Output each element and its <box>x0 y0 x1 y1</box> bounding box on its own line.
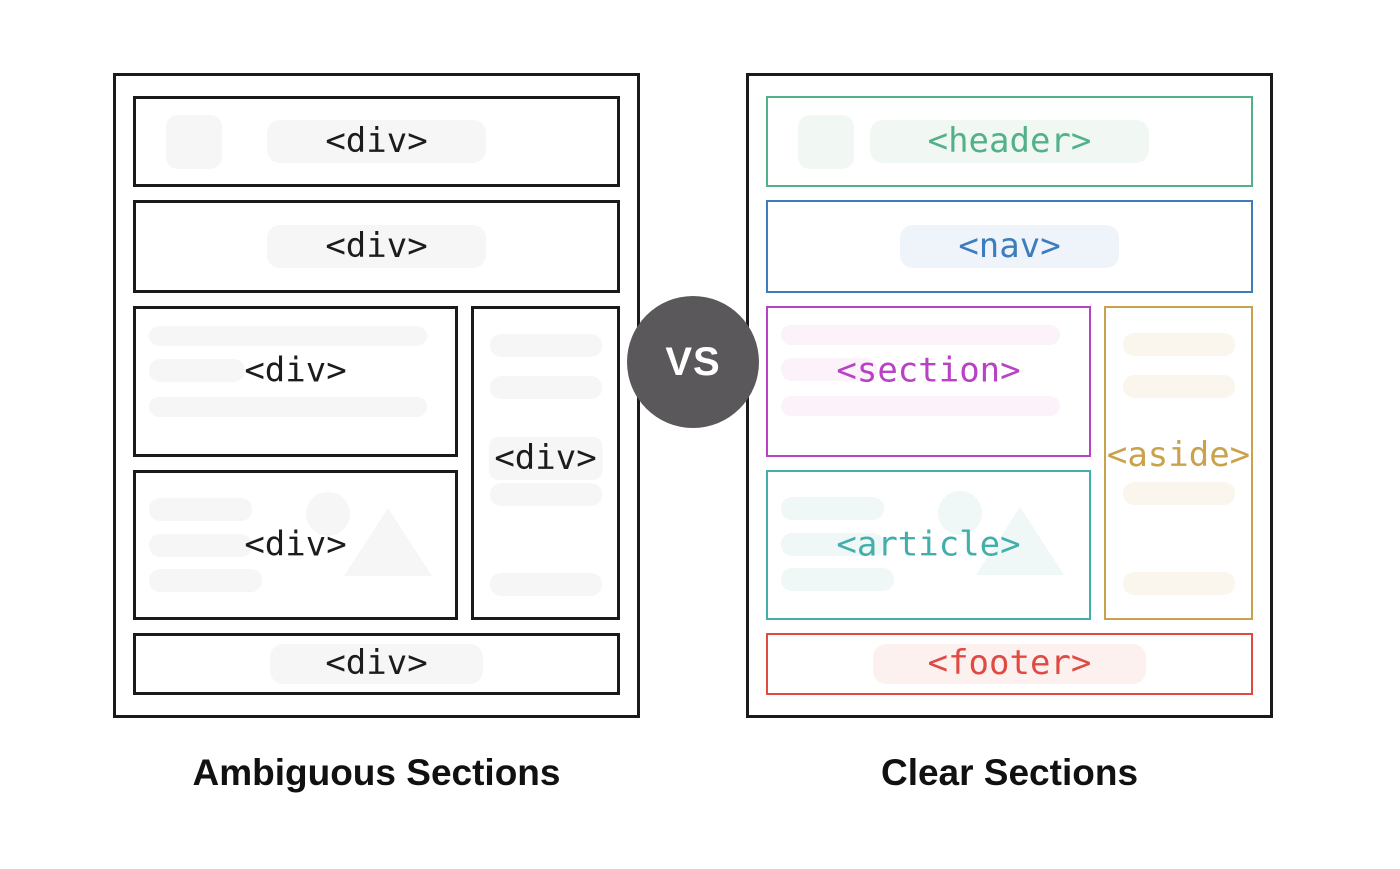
section-tag-label: <section> <box>836 350 1021 391</box>
div-tag-label: <div> <box>267 224 486 269</box>
text-line-placeholder <box>149 397 427 417</box>
section-tag-box: <section> <box>766 306 1091 457</box>
text-line-placeholder <box>489 483 602 506</box>
ambiguous-header-box: <div> <box>133 96 620 187</box>
left-caption: Ambiguous Sections <box>192 752 561 793</box>
text-line-placeholder <box>781 358 878 381</box>
ambiguous-layout-panel: <div> <div> <div> <div> <box>113 73 640 718</box>
footer-tag-box: <footer> <box>766 633 1253 695</box>
article-tag-box: <article> <box>766 469 1091 620</box>
ambiguous-main-column: <div> <div> <box>133 306 458 620</box>
text-line-placeholder <box>149 326 427 346</box>
image-placeholder-triangle <box>344 507 432 576</box>
text-line-placeholder <box>149 533 252 557</box>
header-tag-box: <header> <box>766 96 1253 187</box>
div-tag-label: <div> <box>267 119 486 164</box>
clear-main-column: <section> <article> <box>766 306 1091 620</box>
ambiguous-article-box: <div> <box>133 469 458 620</box>
ambiguous-sidebar-box: <div> <box>471 306 620 620</box>
nav-tag-box: <nav> <box>766 200 1253 293</box>
logo-placeholder <box>798 114 854 169</box>
text-line-placeholder <box>149 497 252 521</box>
image-placeholder-triangle <box>976 506 1064 575</box>
text-line-placeholder <box>489 573 602 596</box>
vs-label: VS <box>665 339 721 384</box>
text-line-placeholder <box>1122 333 1235 356</box>
vs-badge: VS <box>627 296 759 428</box>
div-tag-label: <div> <box>244 350 347 391</box>
div-tag-label: <div> <box>270 644 483 684</box>
clear-layout-panel: <header> <nav> <section> <ar <box>746 73 1273 718</box>
text-line-placeholder <box>1122 482 1235 505</box>
text-line-placeholder <box>489 376 602 399</box>
nav-tag-label: <nav> <box>900 224 1119 269</box>
div-tag-label: <div> <box>244 524 347 565</box>
aside-tag-box: <aside> <box>1104 306 1253 620</box>
text-line-placeholder <box>489 334 602 357</box>
ambiguous-nav-box: <div> <box>133 200 620 293</box>
text-line-placeholder <box>781 396 1061 416</box>
logo-placeholder <box>166 114 222 169</box>
text-line-placeholder <box>781 496 884 520</box>
footer-tag-label: <footer> <box>872 644 1147 684</box>
text-line-placeholder <box>149 359 245 382</box>
article-tag-label: <article> <box>836 524 1021 565</box>
text-line-placeholder <box>781 325 1061 345</box>
image-placeholder-circle <box>306 491 350 536</box>
text-line-placeholder <box>149 568 262 592</box>
text-line-placeholder <box>1122 375 1235 398</box>
header-tag-label: <header> <box>869 119 1150 164</box>
div-tag-label: <div> <box>488 437 603 481</box>
text-line-placeholder <box>781 567 894 591</box>
text-line-placeholder <box>1122 572 1235 595</box>
ambiguous-main-row: <div> <div> <div> <box>133 306 620 620</box>
aside-tag-label: <aside> <box>1106 435 1251 475</box>
right-caption: Clear Sections <box>880 752 1139 793</box>
text-line-placeholder <box>781 532 884 556</box>
ambiguous-section-box: <div> <box>133 306 458 457</box>
clear-main-row: <section> <article> <aside> <box>766 306 1253 620</box>
ambiguous-footer-box: <div> <box>133 633 620 695</box>
image-placeholder-circle <box>938 490 982 535</box>
